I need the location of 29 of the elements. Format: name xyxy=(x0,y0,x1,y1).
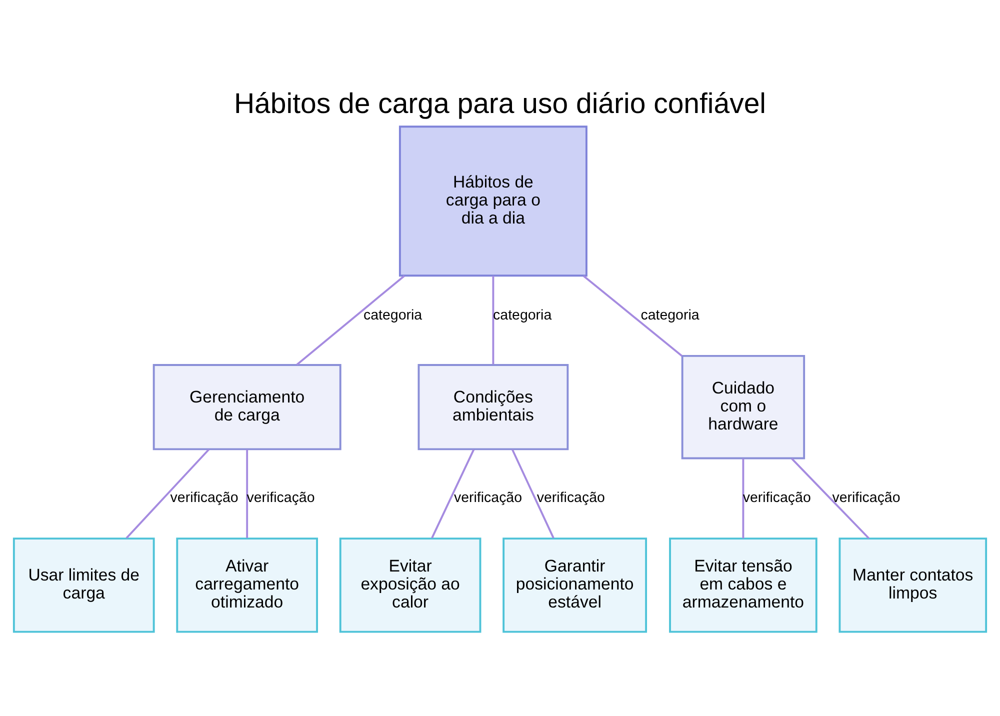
connector xyxy=(431,448,475,538)
node-box: Condições ambientais xyxy=(418,364,569,450)
node-box: Evitar exposição ao calor xyxy=(339,537,482,632)
edge-label: verificação xyxy=(536,490,605,506)
node-box: Cuidado com o hardware xyxy=(681,354,806,459)
edge-label: categoria xyxy=(493,306,552,323)
connector xyxy=(742,458,744,538)
node-box: Manter contatos limpos xyxy=(838,537,988,632)
node-box: Hábitos de carga para o dia a dia xyxy=(398,125,588,276)
connector xyxy=(126,448,210,538)
edge-label: verificação xyxy=(170,490,238,506)
edge-label: verificação xyxy=(742,490,811,506)
connector xyxy=(296,274,405,365)
node-box: Gerenciamento de carga xyxy=(152,364,342,450)
edge-label: verificação xyxy=(246,490,315,506)
node-box: Usar limites de carga xyxy=(12,537,155,632)
node-box: Evitar tensão em cabos e armazenamento xyxy=(669,537,818,632)
connector xyxy=(511,448,554,538)
connector xyxy=(791,458,870,539)
node-box: Ativar carregamento otimizado xyxy=(176,537,318,632)
diagram-title: Hábitos de carga para uso diário confiável xyxy=(234,88,766,120)
node-box: Garantir posicionamento estável xyxy=(502,537,648,632)
connector xyxy=(246,449,248,538)
connector xyxy=(492,275,494,364)
edge-label: categoria xyxy=(364,306,422,323)
edge-label: verificação xyxy=(832,490,900,506)
connector xyxy=(582,274,683,356)
edge-label: categoria xyxy=(640,306,700,323)
edge-label: verificação xyxy=(454,490,522,506)
